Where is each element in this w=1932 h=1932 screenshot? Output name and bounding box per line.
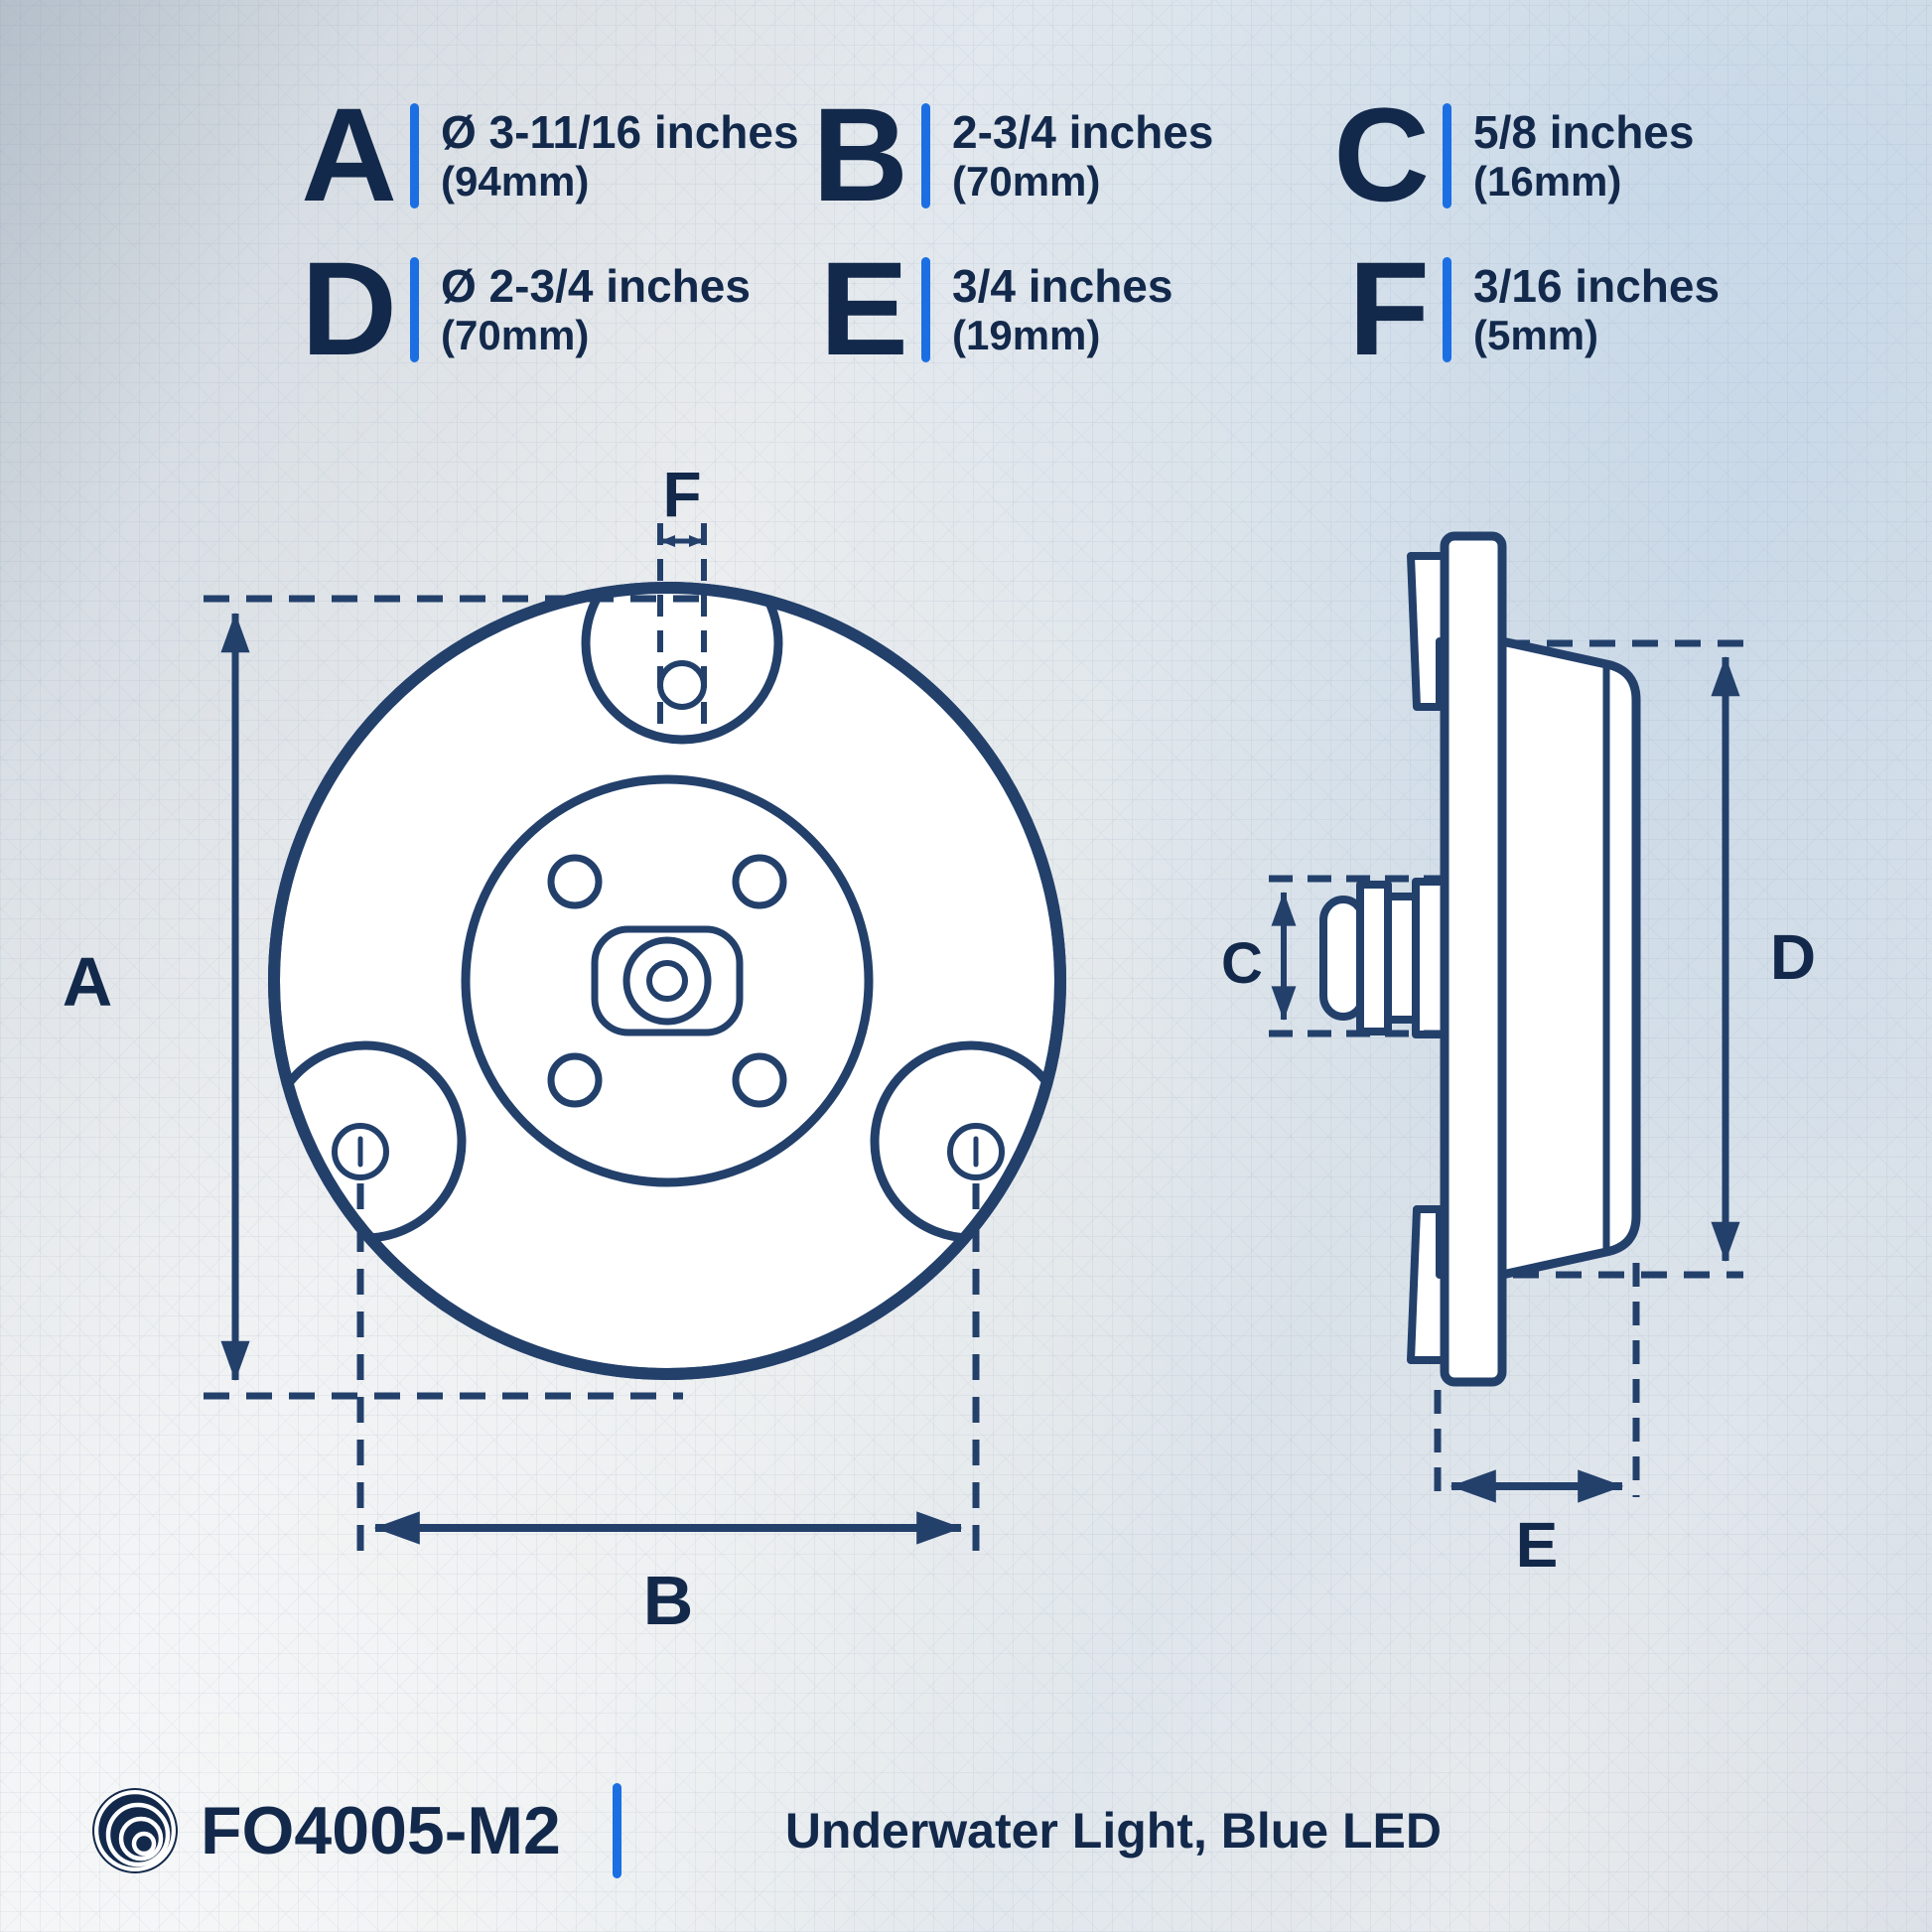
dimension-metric: (94mm) <box>441 158 590 206</box>
legend-text-f: 3/16 inches (5mm) <box>1473 259 1721 359</box>
cable-entry-ring <box>622 936 712 1026</box>
dim-label-d: D <box>1770 921 1816 993</box>
legend-item-b: B 2-3/4 inches (70mm) <box>758 81 1214 230</box>
flange-plate <box>1440 531 1507 1387</box>
side-view <box>1319 531 1641 1387</box>
dimension-value: 5/8 inches <box>1473 105 1695 158</box>
legend-item-e: E 3/4 inches (19mm) <box>758 235 1173 384</box>
legend-divider-bar <box>410 103 419 208</box>
lens-screw-hole <box>732 1052 787 1108</box>
cable-gland-rib <box>1384 893 1420 1024</box>
dimension-value: Ø 3-11/16 inches <box>441 105 799 158</box>
dim-label-b: B <box>643 1562 694 1639</box>
dimension-lines <box>204 523 1743 1567</box>
legend-letter-e: E <box>819 235 908 384</box>
dimension-metric: (19mm) <box>952 312 1101 359</box>
dimension-value: 2-3/4 inches <box>952 105 1214 158</box>
dim-label-a: A <box>63 943 113 1021</box>
legend-item-f: F 3/16 inches (5mm) <box>1279 235 1721 384</box>
cable-entry-plate <box>591 925 744 1036</box>
legend-divider-bar <box>410 257 419 362</box>
model-code: FO4005-M2 <box>201 1793 561 1868</box>
dim-f-arrowhead <box>660 535 704 547</box>
footer-divider-bar <box>612 1783 621 1878</box>
dimension-value: 3/16 inches <box>1473 259 1721 312</box>
legend-text-b: 2-3/4 inches (70mm) <box>952 105 1214 206</box>
legend-divider-bar <box>1443 257 1451 362</box>
dim-label-e: E <box>1516 1509 1559 1581</box>
legend-divider-bar <box>1443 103 1451 208</box>
legend-letter-d: D <box>301 235 397 384</box>
lens-screw-hole <box>732 854 787 909</box>
product-description: Underwater Light, Blue LED <box>784 1803 1442 1859</box>
cable-entry-center <box>646 960 688 1002</box>
cable-gland-rib <box>1356 881 1392 1035</box>
dimension-value: 3/4 inches <box>952 259 1173 312</box>
brand-wave-logo-icon <box>92 1788 178 1873</box>
legend-letter-a: A <box>301 81 397 230</box>
dimension-metric: (16mm) <box>1473 158 1622 206</box>
footer: FO4005-M2 Underwater Light, Blue LED <box>91 1781 1442 1880</box>
lens-screw-hole <box>547 1052 603 1108</box>
legend-letter-b: B <box>812 81 908 230</box>
legend-divider-bar <box>921 257 930 362</box>
legend-letter-c: C <box>1333 81 1430 230</box>
housing-outline <box>268 582 1066 1380</box>
legend-letter-f: F <box>1348 235 1430 384</box>
mount-ear-top <box>581 592 783 745</box>
dimension-metric: (70mm) <box>952 158 1101 206</box>
legend-item-d: D Ø 2-3/4 inches (70mm) <box>246 235 751 384</box>
dim-label-f: F <box>662 459 701 530</box>
dimension-metric: (5mm) <box>1473 312 1599 359</box>
legend-text-c: 5/8 inches (16mm) <box>1473 105 1695 206</box>
legend-item-c: C 5/8 inches (16mm) <box>1279 81 1695 230</box>
light-body <box>1497 636 1641 1280</box>
dimension-metric: (70mm) <box>441 312 590 359</box>
legend-item-a: A Ø 3-11/16 inches (94mm) <box>246 81 799 230</box>
legend-divider-bar <box>921 103 930 208</box>
legend-text-e: 3/4 inches (19mm) <box>952 259 1173 359</box>
lens-bezel <box>461 774 874 1187</box>
front-view <box>268 582 1066 1380</box>
dimension-value: Ø 2-3/4 inches <box>441 259 751 312</box>
legend-text-d: Ø 2-3/4 inches (70mm) <box>441 259 751 359</box>
dim-label-c: C <box>1221 931 1263 996</box>
mount-hole-top <box>657 660 707 710</box>
legend-text-a: Ø 3-11/16 inches (94mm) <box>441 105 799 206</box>
lens-screw-hole <box>547 854 603 909</box>
